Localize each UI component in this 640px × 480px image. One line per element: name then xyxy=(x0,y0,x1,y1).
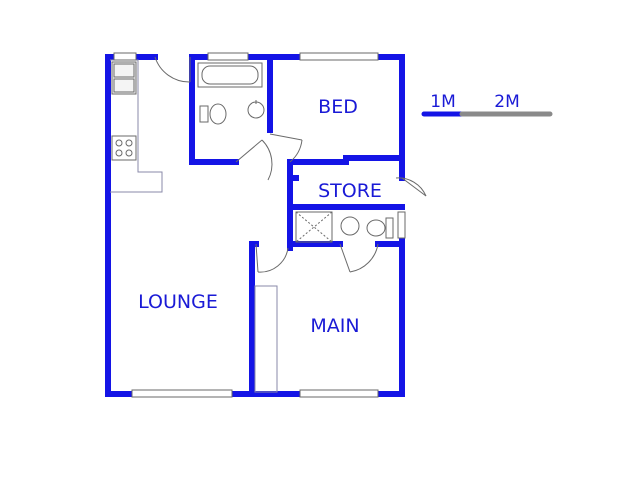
stove-burner-4 xyxy=(125,149,133,157)
basin xyxy=(247,101,265,119)
door-store-leaf xyxy=(401,177,427,197)
toilet-tank xyxy=(199,105,209,123)
door-main-swing xyxy=(257,247,289,273)
shower-diag-1 xyxy=(295,211,333,243)
scale-label-1m: 1M xyxy=(430,92,455,112)
wardrobe xyxy=(254,285,278,393)
kitchen-sink xyxy=(111,61,137,95)
window-bed xyxy=(299,52,379,61)
room-label-lounge: LOUNGE xyxy=(138,291,218,313)
bathtub xyxy=(197,62,263,88)
door-bath-swing xyxy=(261,139,273,181)
ensuite-toilet xyxy=(366,219,386,237)
bathroom-fixtures xyxy=(197,62,265,125)
doors xyxy=(154,56,427,273)
door-ensuite-leaf xyxy=(339,243,351,273)
ensuite-toilet-tank xyxy=(385,217,394,239)
door-store-swing xyxy=(395,177,427,197)
window-bath xyxy=(207,52,249,61)
wardrobe-outline xyxy=(254,285,278,393)
door-bed-leaf xyxy=(269,133,303,141)
windows xyxy=(113,52,406,398)
sink-bowl-right xyxy=(113,78,135,93)
window-main xyxy=(299,389,379,398)
stove-burner-3 xyxy=(115,149,123,157)
stove-burner-2 xyxy=(125,139,133,147)
window-kitchen xyxy=(113,52,137,61)
sink-bowl-left xyxy=(113,63,135,78)
shower xyxy=(295,211,333,243)
room-label-main: MAIN xyxy=(310,315,359,337)
stove xyxy=(111,135,137,161)
walls xyxy=(105,54,405,397)
shower-diag-2 xyxy=(295,211,333,243)
bathtub-inner xyxy=(201,65,259,85)
ensuite-basin xyxy=(340,216,360,236)
door-entrance-swing xyxy=(154,56,191,83)
door-main-leaf xyxy=(255,243,259,273)
ensuite-fixtures xyxy=(295,211,394,243)
room-label-store: STORE xyxy=(318,180,382,202)
door-ensuite-swing xyxy=(349,243,379,273)
door-bath-leaf xyxy=(235,139,263,163)
window-ensuite xyxy=(397,211,406,239)
room-label-bed: BED xyxy=(318,96,358,118)
scale-label-2m: 2M xyxy=(494,92,519,112)
door-bed-swing xyxy=(289,139,303,163)
window-lounge xyxy=(131,389,233,398)
kitchen-fixtures xyxy=(110,59,163,193)
scale-bar: 1M 2M xyxy=(421,92,553,117)
toilet-bowl xyxy=(209,103,227,125)
stove-burner-1 xyxy=(115,139,123,147)
